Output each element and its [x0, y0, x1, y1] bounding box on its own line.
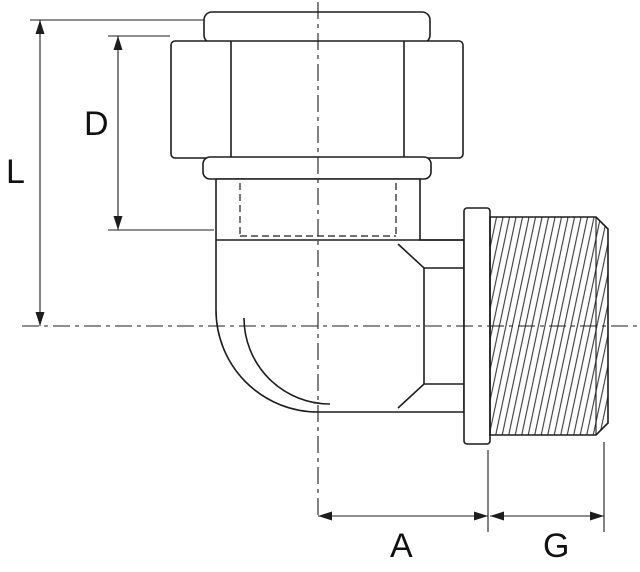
- elbow-body: [215, 178, 465, 413]
- fitting-body-group: [170, 11, 609, 445]
- inner-wall-arc: [243, 317, 331, 405]
- nut-cap: [203, 11, 431, 44]
- nut-collar: [202, 156, 432, 180]
- dim-A-arrow-right: [474, 511, 488, 521]
- dimension-D: D: [84, 35, 214, 231]
- dimension-L: L: [6, 19, 204, 326]
- dim-G-label: G: [543, 527, 569, 565]
- dim-L-arrow-down: [35, 312, 45, 326]
- compression-nut: [170, 40, 464, 159]
- dim-L-label: L: [6, 153, 25, 191]
- dim-L-arrow-up: [35, 20, 45, 34]
- dimension-A: A: [318, 450, 489, 565]
- dim-A-arrow-left: [318, 511, 332, 521]
- dim-A-label: A: [390, 527, 413, 565]
- dimension-G: G: [490, 442, 605, 565]
- dim-D-arrow-up: [113, 36, 123, 50]
- dim-D-arrow-down: [113, 216, 123, 230]
- dim-D-label: D: [84, 105, 109, 143]
- dim-G-arrow-left: [490, 511, 504, 521]
- dim-G-arrow-right: [590, 511, 604, 521]
